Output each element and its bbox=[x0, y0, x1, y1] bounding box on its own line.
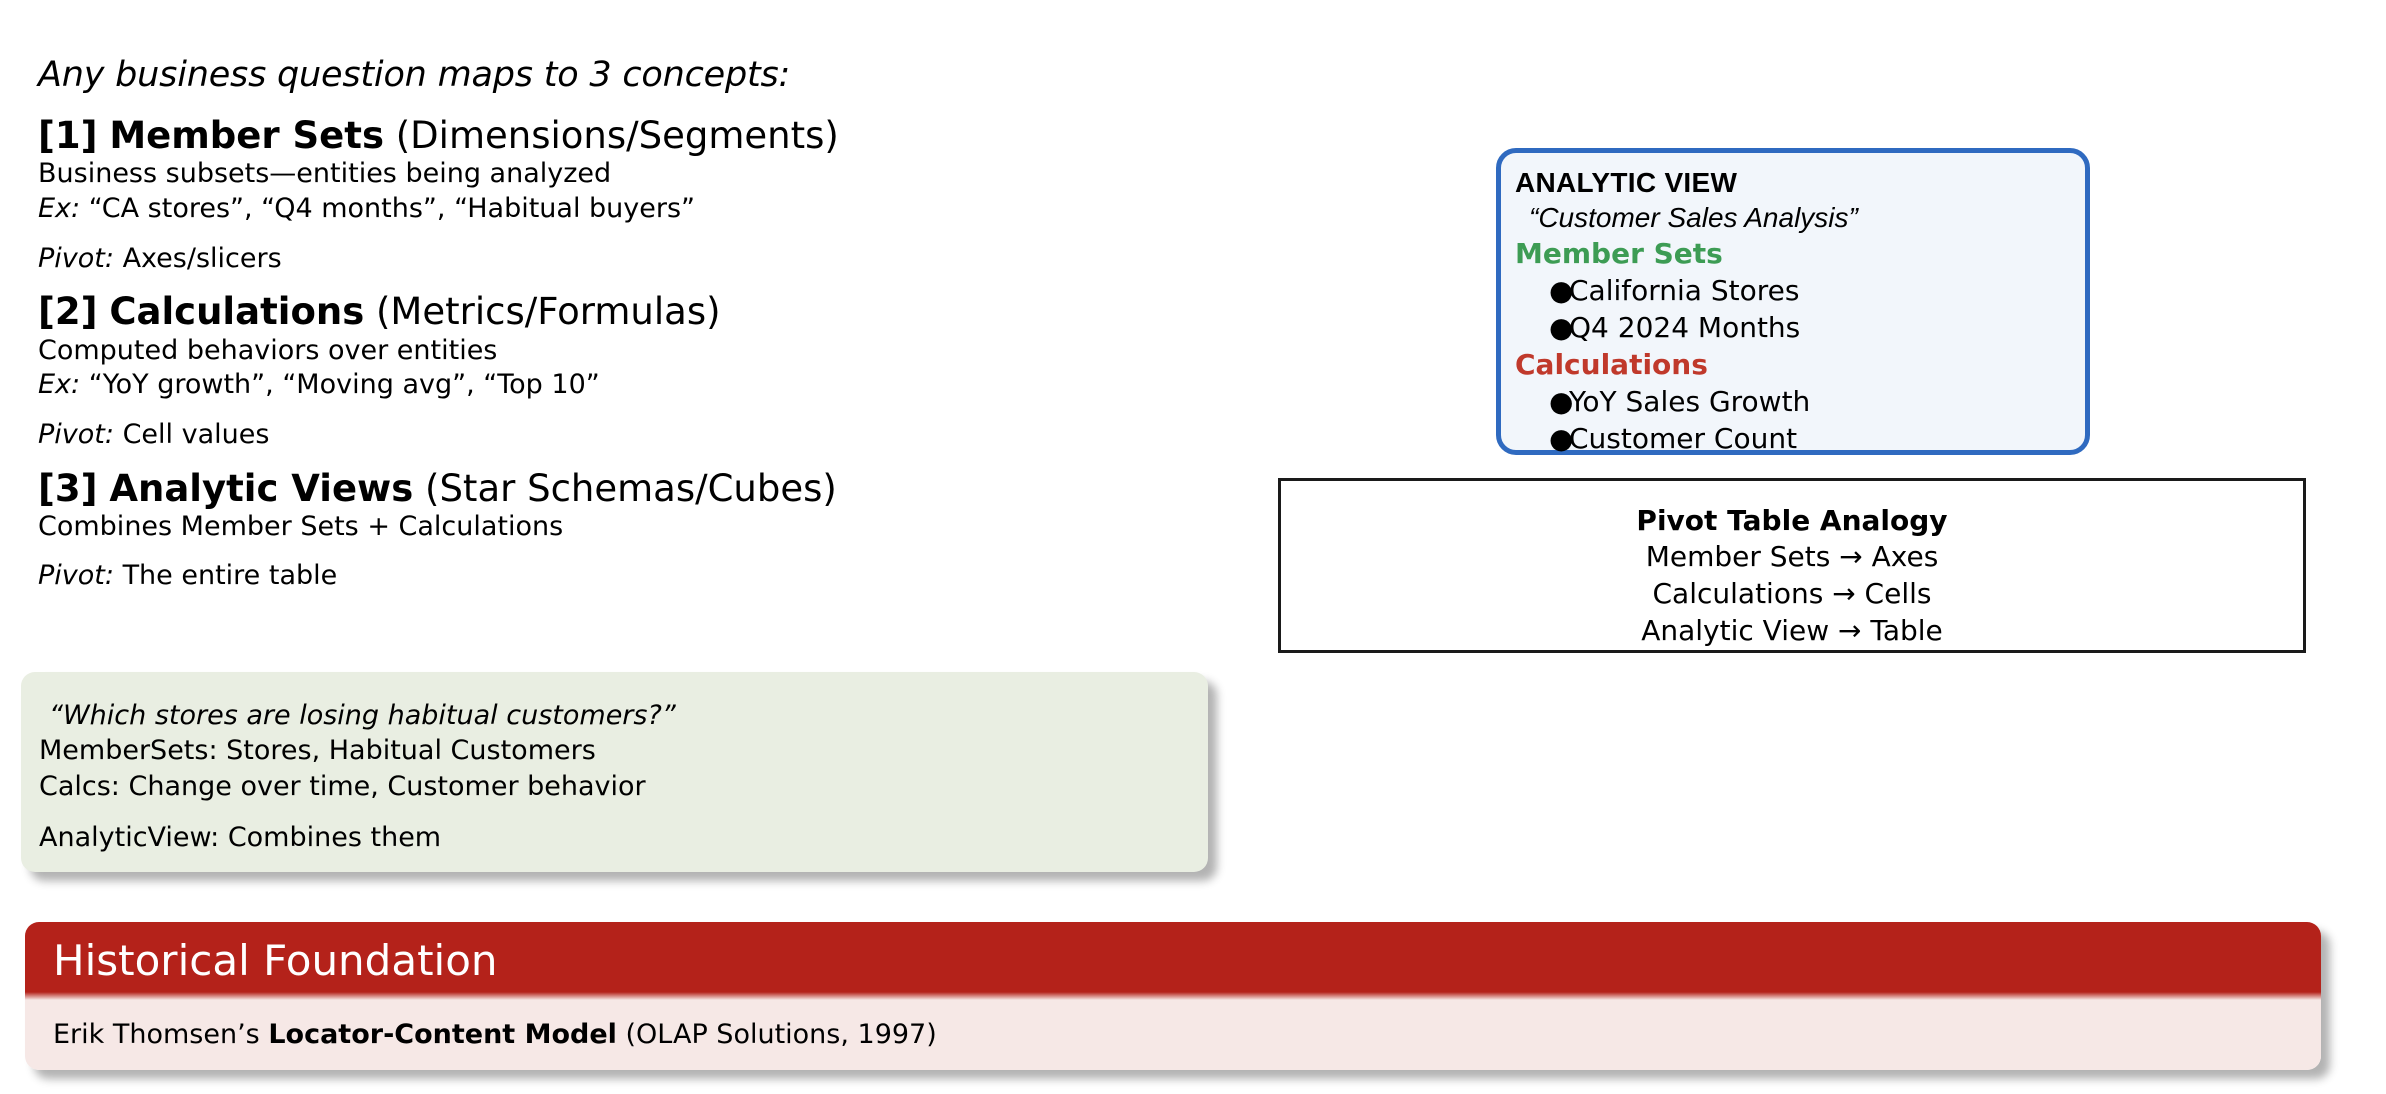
concept-number-3: [3] bbox=[38, 466, 98, 510]
analytic-view-subtitle: “Customer Sales Analysis” bbox=[1529, 202, 1858, 233]
pivot-analogy-line: Calculations → Cells bbox=[1652, 577, 1932, 611]
example-analytic-view: AnalyticView: Combines them bbox=[39, 822, 442, 854]
concepts-column: Any business question maps to 3 concepts… bbox=[38, 58, 918, 609]
concept-number-1: [1] bbox=[38, 114, 98, 157]
concept-description-1: Business subsets—entities being analyzed bbox=[38, 158, 612, 190]
banner-body: Erik Thomsen’s Locator-Content Model (OL… bbox=[25, 1000, 2321, 1070]
concept-description-2: Computed behaviors over entities bbox=[38, 334, 498, 366]
example-callout-box: “Which stores are losing habitual custom… bbox=[21, 672, 1208, 872]
concept-example-1: Ex: “CA stores”, “Q4 months”, “Habitual … bbox=[38, 192, 918, 226]
member-sets-group-label: Member Sets bbox=[1515, 237, 1723, 271]
concept-pivot-2: Pivot: Cell values bbox=[38, 418, 918, 452]
concept-heading-1: [1] Member Sets (Dimensions/Segments) bbox=[38, 115, 918, 156]
concept-paren-1: (Dimensions/Segments) bbox=[395, 114, 839, 157]
banner-body-bold: Locator-Content Model bbox=[268, 1019, 617, 1050]
pivot-analogy-title: Pivot Table Analogy bbox=[1636, 504, 1948, 537]
bullet-icon: ● bbox=[1549, 422, 1574, 456]
concept-paren-3: (Star Schemas/Cubes) bbox=[425, 466, 837, 510]
concept-pivot-label-1: Pivot: bbox=[38, 242, 114, 274]
concept-pivot-label-3: Pivot: bbox=[38, 560, 114, 592]
historical-foundation-banner: Historical Foundation Erik Thomsen’s Loc… bbox=[25, 922, 2321, 1070]
concept-pivot-value-3: The entire table bbox=[122, 560, 338, 592]
concept-heading-3: [3] Analytic Views (Star Schemas/Cubes) bbox=[38, 466, 918, 510]
concept-pivot-value-2: Cell values bbox=[122, 418, 270, 450]
concept-example-label-1: Ex: bbox=[38, 192, 81, 224]
calculations-item: ●Customer Count bbox=[1515, 421, 2085, 458]
banner-title: Historical Foundation bbox=[25, 922, 2321, 1000]
concept-name-1: Member Sets bbox=[109, 114, 384, 157]
bullet-icon: ● bbox=[1549, 311, 1574, 345]
example-calcs: Calcs: Change over time, Customer behavi… bbox=[39, 770, 646, 802]
concept-block-1: [1] Member Sets (Dimensions/Segments) Bu… bbox=[38, 115, 918, 275]
example-member-sets: MemberSets: Stores, Habitual Customers bbox=[39, 735, 596, 767]
bullet-icon: ● bbox=[1549, 274, 1574, 308]
concept-block-3: [3] Analytic Views (Star Schemas/Cubes) … bbox=[38, 466, 918, 594]
example-question: “Which stores are losing habitual custom… bbox=[49, 700, 676, 731]
concept-description-3: Combines Member Sets + Calculations bbox=[38, 511, 564, 543]
concept-example-value-2: “YoY growth”, “Moving avg”, “Top 10” bbox=[88, 369, 600, 401]
concept-pivot-3: Pivot: The entire table bbox=[38, 559, 918, 593]
concept-example-label-2: Ex: bbox=[38, 369, 81, 401]
concept-pivot-1: Pivot: Axes/slicers bbox=[38, 242, 918, 276]
analytic-view-card: ANALYTIC VIEW “Customer Sales Analysis” … bbox=[1496, 148, 2090, 455]
lead-statement: Any business question maps to 3 concepts… bbox=[38, 55, 791, 95]
concept-pivot-value-1: Axes/slicers bbox=[122, 242, 282, 274]
concept-name-3: Analytic Views bbox=[109, 466, 414, 510]
bullet-icon: ● bbox=[1549, 385, 1574, 419]
member-sets-item: ●Q4 2024 Months bbox=[1515, 310, 2085, 347]
concept-paren-2: (Metrics/Formulas) bbox=[376, 290, 721, 334]
member-sets-item-label: Q4 2024 Months bbox=[1569, 311, 1801, 345]
concept-number-2: [2] bbox=[38, 290, 98, 334]
concept-pivot-label-2: Pivot: bbox=[38, 418, 114, 450]
calculations-item-label: Customer Count bbox=[1569, 422, 1798, 456]
banner-body-suffix: (OLAP Solutions, 1997) bbox=[616, 1019, 937, 1050]
analytic-view-title: ANALYTIC VIEW bbox=[1515, 167, 1738, 198]
member-sets-item-label: California Stores bbox=[1569, 274, 1800, 308]
banner-body-prefix: Erik Thomsen’s bbox=[53, 1019, 269, 1050]
concept-heading-2: [2] Calculations (Metrics/Formulas) bbox=[38, 291, 918, 332]
calculations-item: ●YoY Sales Growth bbox=[1515, 384, 2085, 421]
pivot-analogy-line: Analytic View → Table bbox=[1641, 614, 1943, 648]
calculations-item-label: YoY Sales Growth bbox=[1569, 385, 1811, 419]
member-sets-item: ●California Stores bbox=[1515, 273, 2085, 310]
concept-block-2: [2] Calculations (Metrics/Formulas) Comp… bbox=[38, 291, 918, 451]
pivot-analogy-box: Pivot Table Analogy Member Sets → Axes C… bbox=[1278, 478, 2306, 653]
concept-name-2: Calculations bbox=[109, 290, 365, 334]
concept-example-value-1: “CA stores”, “Q4 months”, “Habitual buye… bbox=[88, 192, 696, 224]
pivot-analogy-line: Member Sets → Axes bbox=[1645, 540, 1939, 574]
calculations-group-label: Calculations bbox=[1515, 348, 1708, 382]
concept-example-2: Ex: “YoY growth”, “Moving avg”, “Top 10” bbox=[38, 368, 918, 402]
